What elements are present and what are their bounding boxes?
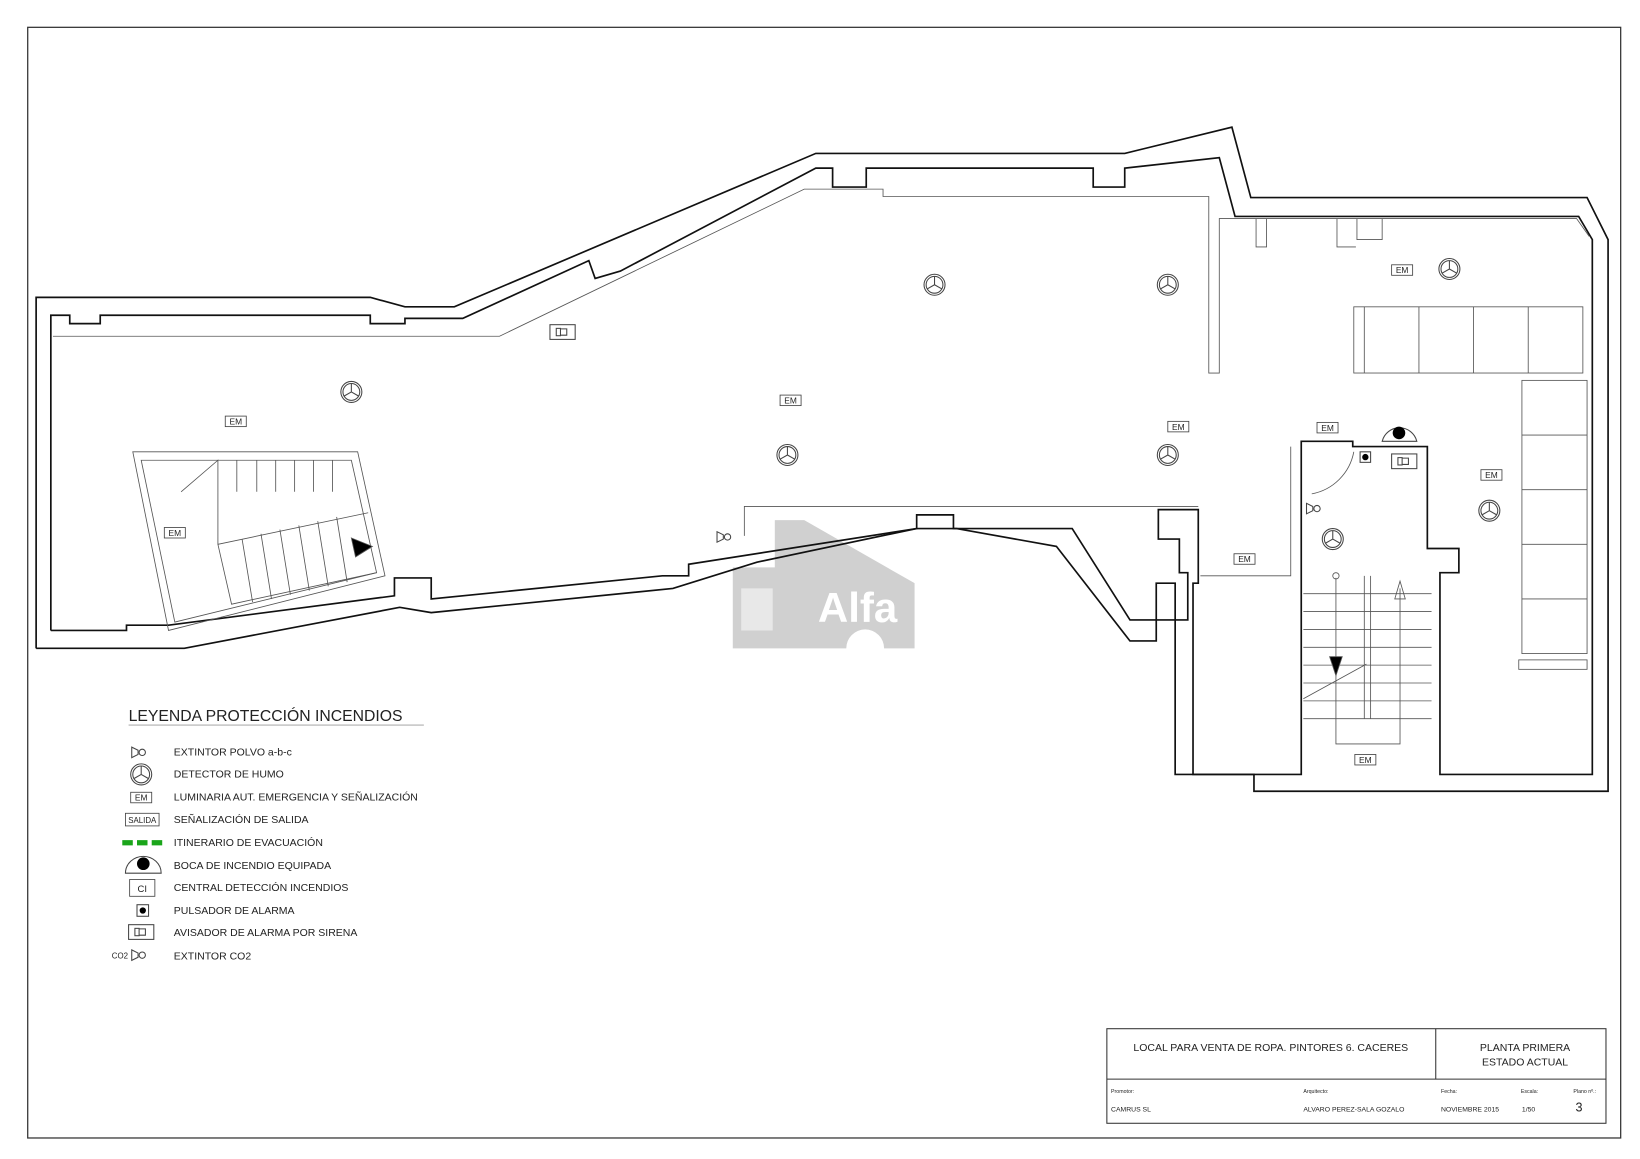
fecha-value: NOVIEMBRE 2015 bbox=[1441, 1107, 1499, 1114]
smoke-detector-icon bbox=[1156, 443, 1179, 467]
legend-label: LUMINARIA AUT. EMERGENCIA Y SEÑALIZACIÓN bbox=[174, 791, 418, 804]
siren-icon bbox=[549, 324, 576, 340]
fire-control-panel-icon: CI bbox=[138, 884, 147, 895]
extinguisher-icon bbox=[1305, 502, 1321, 515]
legend-label: CENTRAL DETECCIÓN INCENDIOS bbox=[174, 881, 349, 894]
promotor-value: CAMRUS SL bbox=[1111, 1107, 1151, 1114]
smoke-detectors bbox=[340, 257, 1501, 551]
smoke-detector-icon bbox=[1478, 499, 1501, 522]
legend-label: SEÑALIZACIÓN DE SALIDA bbox=[174, 813, 309, 826]
siren-icon bbox=[1391, 453, 1418, 470]
watermark-text: Alfa bbox=[818, 584, 898, 631]
smoke-detector-icon bbox=[1321, 528, 1344, 551]
em-label: EM bbox=[1485, 470, 1498, 480]
smoke-detector-icon bbox=[923, 273, 946, 296]
co2-label: CO2 bbox=[112, 951, 128, 960]
stair-direction-arrow bbox=[1329, 656, 1343, 677]
siren-icon bbox=[128, 924, 155, 940]
co2-extinguisher-icon bbox=[131, 949, 146, 961]
em-label: EM bbox=[1238, 554, 1251, 564]
legend-label: AVISADOR DE ALARMA POR SIRENA bbox=[174, 927, 358, 939]
project-title: LOCAL PARA VENTA DE ROPA. PINTORES 6. CA… bbox=[1133, 1042, 1408, 1054]
legend-label: EXTINTOR CO2 bbox=[174, 950, 252, 962]
extinguisher-icon bbox=[131, 746, 146, 759]
sheet-title-2: ESTADO ACTUAL bbox=[1482, 1056, 1568, 1068]
legend-label: DETECTOR DE HUMO bbox=[174, 769, 284, 781]
emergency-lights: EM EM EM EM EM EM EM EM EM bbox=[163, 264, 1503, 766]
arquitecto-label: Arquitecto: bbox=[1303, 1089, 1328, 1095]
em-label: EM bbox=[784, 395, 797, 405]
legend-label: EXTINTOR POLVO a-b-c bbox=[174, 747, 292, 759]
em-label: EM bbox=[229, 417, 242, 427]
legend: LEYENDA PROTECCIÓN INCENDIOS EXTINTOR PO… bbox=[112, 706, 424, 962]
fire-hose-icon bbox=[124, 855, 162, 874]
smoke-detector-icon bbox=[130, 763, 153, 786]
exit-sign-icon: SALIDA bbox=[128, 816, 157, 825]
escala-value: 1/50 bbox=[1522, 1107, 1535, 1114]
smoke-detector-icon bbox=[776, 443, 799, 467]
promotor-label: Promotor: bbox=[1111, 1089, 1134, 1095]
arquitecto-value: ALVARO PEREZ-SALA GOZALO bbox=[1303, 1107, 1404, 1114]
watermark-logo: Alfa bbox=[732, 520, 915, 668]
em-label: EM bbox=[1396, 265, 1409, 275]
extinguisher-icon bbox=[716, 531, 732, 543]
legend-label: PULSADOR DE ALARMA bbox=[174, 905, 295, 917]
title-block: LOCAL PARA VENTA DE ROPA. PINTORES 6. CA… bbox=[1106, 1028, 1607, 1124]
smoke-detector-icon bbox=[340, 380, 363, 403]
staircase-left bbox=[132, 451, 386, 631]
sheet-border bbox=[27, 26, 1622, 1139]
legend-title: LEYENDA PROTECCIÓN INCENDIOS bbox=[129, 706, 403, 725]
em-label: EM bbox=[169, 528, 182, 538]
legend-label: BOCA DE INCENDIO EQUIPADA bbox=[174, 860, 331, 872]
em-label: EM bbox=[1359, 755, 1372, 765]
shelving bbox=[1353, 306, 1588, 670]
fire-hose-icon bbox=[1381, 426, 1418, 442]
fecha-label: Fecha: bbox=[1441, 1089, 1457, 1095]
legend-label: ITINERARIO DE EVACUACIÓN bbox=[174, 836, 323, 849]
smoke-detector-icon bbox=[1156, 273, 1179, 296]
staircase-right bbox=[1303, 572, 1432, 745]
plano-label: Plano nº.: bbox=[1573, 1089, 1596, 1095]
em-legend-icon: EM bbox=[135, 793, 148, 803]
stair-direction-arrow bbox=[350, 537, 374, 558]
plano-number: 3 bbox=[1576, 1101, 1583, 1115]
smoke-detector-icon bbox=[1438, 257, 1461, 281]
alarm-button-icon bbox=[136, 904, 150, 917]
escala-label: Escala: bbox=[1521, 1089, 1538, 1095]
sheet-title-1: PLANTA PRIMERA bbox=[1480, 1042, 1570, 1054]
building-walls bbox=[35, 126, 1609, 793]
em-label: EM bbox=[1321, 423, 1334, 433]
em-label: EM bbox=[1172, 422, 1185, 432]
alarm-button-icon bbox=[1359, 451, 1372, 463]
